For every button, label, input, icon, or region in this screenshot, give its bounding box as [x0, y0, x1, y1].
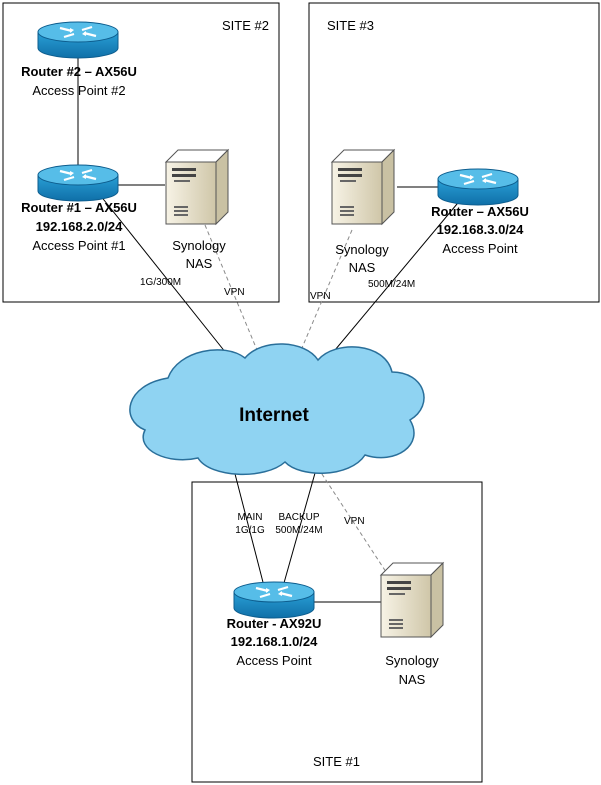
site3-router-role: Access Point: [442, 241, 518, 256]
router-icon: [232, 580, 316, 620]
site1-nas-line1: Synology: [385, 653, 439, 668]
main-link-label: MAIN: [238, 512, 263, 523]
site1-router-subnet: 192.168.1.0/24: [231, 634, 319, 649]
site3-nas-line2: NAS: [349, 260, 376, 275]
site3-vpn-link: [295, 229, 353, 363]
site2-internet-link: [99, 194, 231, 359]
router-icon: [36, 20, 120, 60]
backup-link-label: BACKUP: [278, 512, 319, 523]
site1-vpn-link: [317, 467, 391, 579]
site3-vpn-label: VPN: [310, 291, 331, 302]
site1-main-link: [233, 469, 266, 591]
router2-role: Access Point #2: [32, 83, 125, 98]
site3-nas-line1: Synology: [335, 242, 389, 257]
site1-backup-link: [281, 465, 318, 591]
site3-internet-link: [324, 197, 463, 363]
site2-vpn-label: VPN: [224, 287, 245, 298]
site1-router-role: Access Point: [236, 653, 312, 668]
router1-role: Access Point #1: [32, 238, 125, 253]
site2-vpn-link: [204, 224, 263, 363]
site-3-label: SITE #3: [327, 18, 374, 33]
site1-router-name: Router - AX92U: [227, 616, 322, 631]
nas-server-icon: [165, 149, 229, 225]
site-2-box: [2, 2, 280, 303]
site1-nas-line2: NAS: [399, 672, 426, 687]
site3-wan-speed: 500M/24M: [368, 279, 415, 290]
router-icon: [36, 163, 120, 203]
router2-name: Router #2 – AX56U: [21, 64, 137, 79]
site-3-box: [308, 2, 600, 303]
site-1-label: SITE #1: [313, 754, 360, 769]
router-icon: [436, 167, 520, 207]
site3-router-name: Router – AX56U: [431, 204, 529, 219]
site2-nas-line1: Synology: [172, 238, 226, 253]
nas-server-icon: [380, 562, 444, 638]
site2-nas-line2: NAS: [186, 256, 213, 271]
wan-links: [77, 50, 463, 603]
internet-label: Internet: [239, 405, 309, 426]
site1-vpn-label: VPN: [344, 516, 365, 527]
vpn-links: [204, 224, 391, 579]
site3-router-subnet: 192.168.3.0/24: [437, 222, 525, 237]
main-link-speed: 1G/1G: [235, 525, 265, 536]
site-1-box: [191, 481, 483, 783]
internet-cloud-icon: [129, 343, 425, 476]
site-2-label: SITE #2: [222, 18, 269, 33]
router1-name: Router #1 – AX56U: [21, 200, 137, 215]
site2-wan-speed: 1G/300M: [140, 277, 181, 288]
nas-server-icon: [331, 149, 395, 225]
backup-link-speed: 500M/24M: [275, 525, 322, 536]
router1-subnet: 192.168.2.0/24: [36, 219, 124, 234]
